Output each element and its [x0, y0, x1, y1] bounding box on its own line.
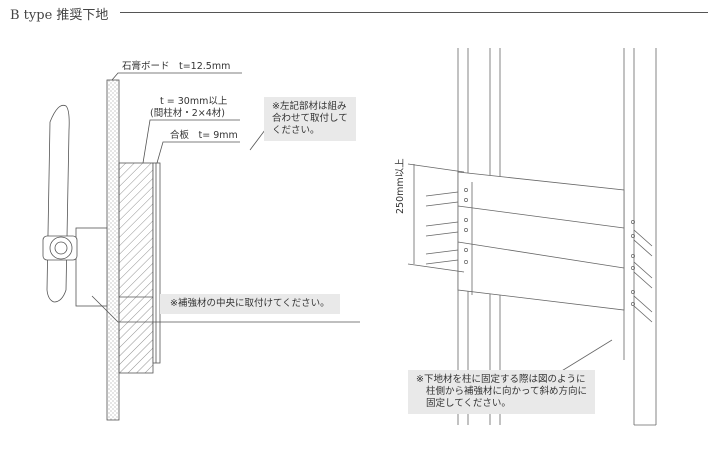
screw-heads-right [631, 220, 635, 306]
reinforcement-block [118, 162, 154, 374]
label-gypsum-board: 石膏ボード t=12.5mm [122, 61, 231, 72]
screw-heads-left [464, 188, 468, 264]
perspective-view [407, 48, 657, 426]
title-rule [120, 12, 708, 13]
reinforcement-boards [457, 171, 625, 311]
note-fix: ※下地材を柱に固定する際は図のように 柱側から補強材に向かって斜め方向に 固定し… [408, 370, 596, 414]
label-plywood: 合板 t= 9mm [170, 130, 238, 141]
bracket-arm [46, 104, 70, 303]
label-dimension: 250mm以上 [395, 158, 406, 214]
screws-right [633, 229, 653, 323]
label-thickness: t = 30mm以上 [160, 96, 228, 107]
label-stud-material: (間柱材・2×4材) [150, 108, 225, 119]
cross-section [42, 72, 360, 421]
mount-base [75, 227, 108, 307]
gypsum-board [106, 79, 120, 421]
screws-left [425, 191, 459, 265]
note-combine: ※左記部材は組み 合わせて取付して ください。 [264, 97, 356, 141]
note-center: ※補強材の中央に取付けてください。 [160, 294, 340, 314]
page-title: B type 推奨下地 [10, 4, 115, 23]
plywood-layer [152, 162, 161, 364]
